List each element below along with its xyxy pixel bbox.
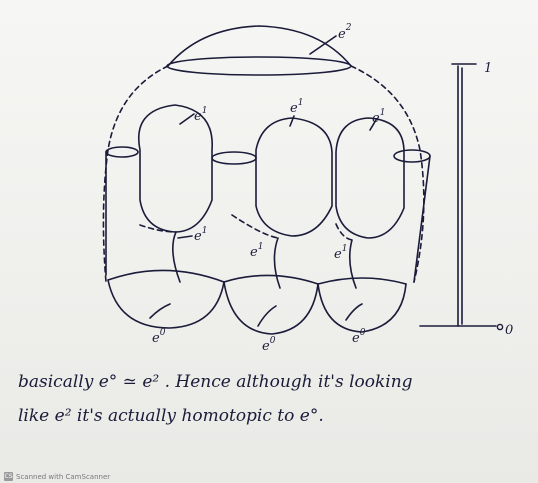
interval-bottom-label: 0 [505, 323, 513, 338]
outer-dashed-outline [102, 65, 425, 283]
bottom-bowls [107, 269, 407, 335]
one-cell-label-right: e1 [372, 108, 385, 126]
top-cell-label: e2 [338, 23, 352, 42]
zero-cell-label-left: e0 [152, 328, 166, 346]
tube-left [105, 104, 213, 276]
connecting-strings [139, 214, 357, 289]
one-cell-label-string-left: e1 [194, 226, 207, 244]
one-cell-label-string-middle: e1 [250, 242, 263, 260]
note-line-1: basically e° ≃ e² . Hence although it's … [18, 372, 413, 392]
one-cell-label-string-right: e1 [334, 244, 347, 262]
one-cell-label-left: e1 [194, 106, 207, 124]
one-cell-label-middle: e1 [290, 98, 303, 116]
note-line-2: like e² it's actually homotopic to e°. [18, 406, 324, 426]
zero-cell-label-right: e0 [352, 328, 366, 346]
watermark-text: Scanned with CamScanner [16, 472, 111, 481]
interval-top-label: 1 [484, 61, 492, 76]
bowl-arrows [149, 303, 363, 327]
scanner-watermark: CS Scanned with CamScanner [4, 472, 110, 481]
top-2-cell [166, 25, 352, 76]
zero-cell-label-middle: e0 [262, 336, 276, 354]
camscanner-logo: CS [4, 472, 13, 481]
tube-right [335, 117, 431, 283]
label-leaders [177, 35, 377, 239]
unit-interval [419, 63, 504, 331]
tube-middle [211, 117, 333, 237]
